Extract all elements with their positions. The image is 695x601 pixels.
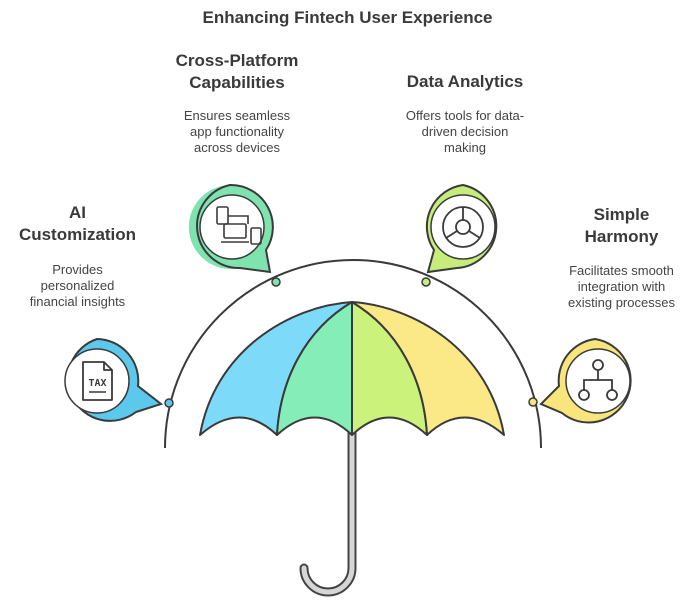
simple-harmony-desc-line2: integration with xyxy=(577,279,666,294)
data-analytics-heading: Data Analytics xyxy=(380,71,550,93)
cross-platform-heading-line1: Cross-Platform xyxy=(175,51,299,70)
data-analytics-description: Offers tools for data- driven decision m… xyxy=(380,108,550,156)
tax-icon-label: TAX xyxy=(88,378,106,389)
data-analytics-desc-line1: Offers tools for data- xyxy=(405,108,525,123)
umbrella-handle xyxy=(299,415,357,597)
ai-customization-bubble: TAX xyxy=(64,337,164,422)
simple-harmony-desc-line1: Facilitates smooth xyxy=(569,263,674,278)
arc-dot-ai xyxy=(164,398,174,408)
simple-harmony-heading-line1: Simple xyxy=(593,205,650,224)
ai-customization-desc-line2: personalized xyxy=(40,278,115,293)
arc-dot-simple-harmony xyxy=(528,397,538,407)
data-analytics-desc-line2: driven decision xyxy=(421,124,509,139)
ai-customization-description: Provides personalized financial insights xyxy=(0,262,155,310)
simple-harmony-heading-line2: Harmony xyxy=(584,227,659,246)
simple-harmony-desc-line3: existing processes xyxy=(568,295,675,310)
canopy-panel-4 xyxy=(351,301,505,436)
ai-customization-heading: AI Customization xyxy=(0,202,155,246)
tax-document-icon: TAX xyxy=(82,361,113,401)
page-title: Enhancing Fintech User Experience xyxy=(202,8,493,27)
data-analytics-heading-line1: Data Analytics xyxy=(406,72,524,91)
cross-platform-heading-line2: Capabilities xyxy=(189,73,285,92)
cross-platform-desc-line3: across devices xyxy=(194,140,280,155)
arc-dot-data-analytics xyxy=(421,277,431,287)
ai-customization-desc-line3: financial insights xyxy=(29,294,126,309)
cross-platform-desc-line1: Ensures seamless xyxy=(183,108,291,123)
cross-platform-description: Ensures seamless app functionality acros… xyxy=(148,108,326,156)
pie-chart-icon xyxy=(442,206,484,248)
simple-harmony-description: Facilitates smooth integration with exis… xyxy=(548,263,695,311)
cross-platform-bubble xyxy=(188,183,274,274)
devices-icon xyxy=(216,206,262,245)
connection-arc xyxy=(164,259,542,449)
simple-harmony-bubble xyxy=(539,337,632,424)
ai-customization-heading-line1: AI xyxy=(69,203,86,222)
umbrella-handle-inner xyxy=(301,417,355,595)
data-analytics-bubble xyxy=(425,183,498,274)
cross-platform-heading: Cross-Platform Capabilities xyxy=(148,50,326,94)
simple-harmony-heading: Simple Harmony xyxy=(548,204,695,248)
cross-platform-desc-line2: app functionality xyxy=(190,124,284,139)
ai-customization-desc-line1: Provides xyxy=(52,262,103,277)
canopy-panel-2 xyxy=(276,301,353,436)
flow-diagram-icon xyxy=(578,359,618,401)
data-analytics-desc-line3: making xyxy=(444,140,486,155)
ai-customization-heading-line2: Customization xyxy=(18,225,137,244)
arc-dot-cross-platform xyxy=(271,277,281,287)
